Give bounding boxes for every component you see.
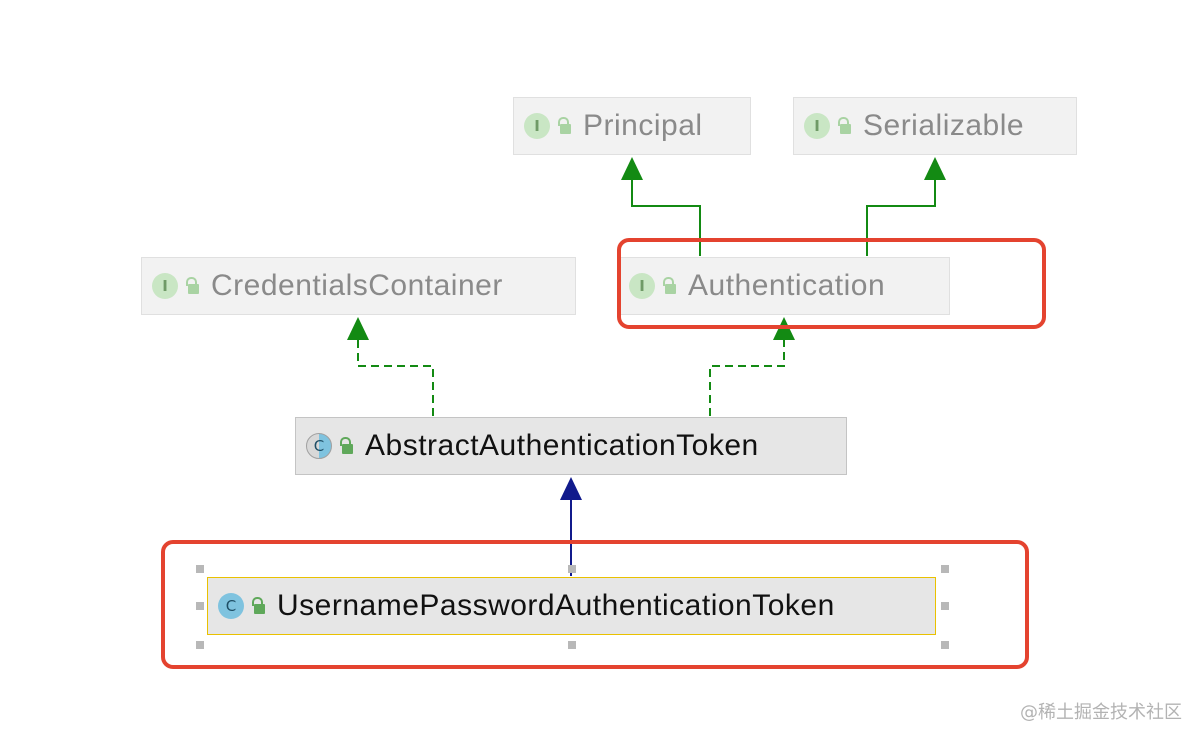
resize-handle-bottom-right[interactable]	[941, 641, 949, 649]
node-abstract-authentication-token[interactable]: C AbstractAuthenticationToken	[295, 417, 847, 475]
node-credentials-container[interactable]: I CredentialsContainer	[141, 257, 576, 315]
node-label: UsernamePasswordAuthenticationToken	[277, 589, 835, 622]
node-authentication[interactable]: I Authentication	[618, 257, 950, 315]
resize-handle-middle-right[interactable]	[941, 602, 949, 610]
class-icon: C	[218, 593, 244, 619]
watermark: @稀土掘金技术社区	[1020, 702, 1182, 723]
edge-abstract-token-credentials-container	[357, 340, 434, 416]
public-lock-icon	[662, 277, 676, 295]
node-label: Authentication	[688, 269, 886, 302]
resize-handle-bottom-left[interactable]	[196, 641, 204, 649]
edge-authentication-principal-arrowhead	[621, 157, 643, 180]
resize-handle-bottom-center[interactable]	[568, 641, 576, 649]
resize-handle-middle-left[interactable]	[196, 602, 204, 610]
node-serializable[interactable]: I Serializable	[793, 97, 1077, 155]
public-lock-icon	[837, 117, 851, 135]
highlight-box-authentication	[617, 238, 1046, 329]
resize-handle-top-right[interactable]	[941, 565, 949, 573]
edge-authentication-serializable-arrowhead	[924, 157, 946, 180]
node-label: Principal	[583, 109, 703, 142]
edge-authentication-serializable	[866, 180, 936, 256]
edge-abstract-token-authentication	[709, 340, 785, 416]
edge-abstract-token-credentials-container-arrowhead	[347, 317, 369, 340]
highlight-box-username-password-token	[161, 540, 1029, 669]
public-lock-icon	[251, 597, 265, 615]
public-lock-icon	[557, 117, 571, 135]
public-lock-icon	[339, 437, 353, 455]
interface-icon: I	[524, 113, 550, 139]
node-label: AbstractAuthenticationToken	[365, 429, 759, 462]
abstract-class-icon: C	[306, 433, 332, 459]
node-username-password-authentication-token[interactable]: C UsernamePasswordAuthenticationToken	[207, 577, 936, 635]
resize-handle-top-left[interactable]	[196, 565, 204, 573]
node-principal[interactable]: I Principal	[513, 97, 751, 155]
edge-username-token-abstract-token-arrowhead	[560, 477, 582, 500]
edge-authentication-principal	[631, 180, 701, 256]
interface-icon: I	[152, 273, 178, 299]
interface-icon: I	[629, 273, 655, 299]
node-label: Serializable	[863, 109, 1025, 142]
resize-handle-top-center[interactable]	[568, 565, 576, 573]
node-label: CredentialsContainer	[211, 269, 503, 302]
interface-icon: I	[804, 113, 830, 139]
public-lock-icon	[185, 277, 199, 295]
